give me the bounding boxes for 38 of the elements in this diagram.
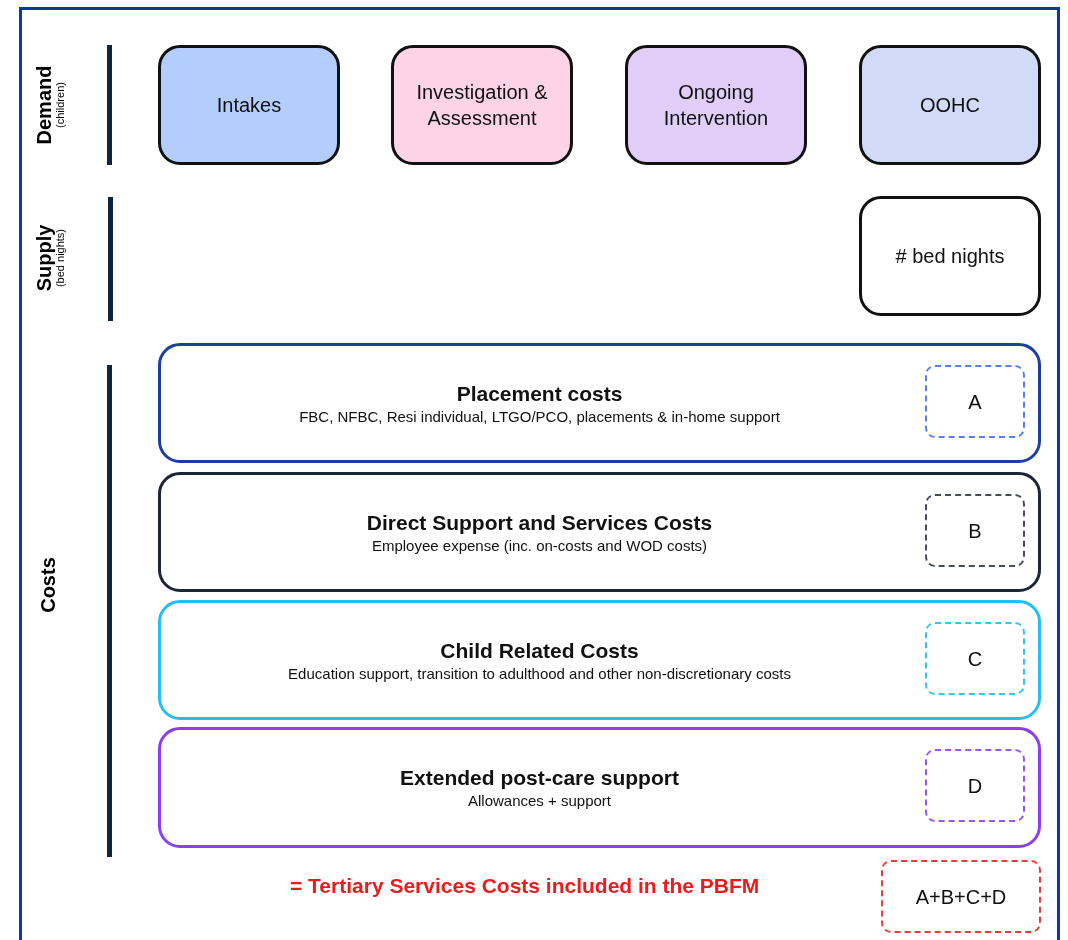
letter-box	[881, 860, 1041, 933]
box-label: OOHC	[919, 93, 981, 118]
box-label: Investigation & Assessment	[415, 80, 549, 131]
category-box	[158, 600, 1041, 720]
box-label: A	[967, 389, 983, 415]
section-title: Demand	[34, 65, 55, 145]
letter-box	[925, 622, 1025, 695]
box-label: # bed nights	[894, 244, 1006, 269]
category-box	[859, 45, 1041, 165]
cost-heading: Direct Support and Services Costs	[366, 509, 713, 536]
box-label: D	[966, 773, 984, 799]
section-unit: (children)	[55, 82, 66, 128]
cost-description: Employee expense (inc. on-costs and WOD costs)	[371, 535, 708, 556]
cost-description: Allowances + support	[468, 791, 611, 811]
category-box	[625, 45, 807, 165]
category-box	[391, 45, 573, 165]
cost-description: FBC, NFBC, Resi individual, LTGO/PCO, placements & in-home support	[299, 406, 780, 427]
section-unit: (bed nights)	[55, 228, 66, 288]
cost-heading: Extended post-care support	[400, 765, 679, 792]
category-box	[158, 472, 1041, 592]
total-note: = Tertiary Services Costs included in the PBFM	[290, 874, 760, 898]
category-box	[158, 727, 1041, 848]
cost-heading: Placement costs	[456, 380, 623, 407]
category-box	[859, 196, 1041, 316]
section-title: Costs	[37, 557, 59, 613]
box-label: Ongoing Intervention	[662, 80, 770, 131]
box-label: A+B+C+D	[914, 884, 1008, 910]
box-label: B	[967, 518, 983, 544]
category-box	[158, 45, 340, 165]
letter-box	[925, 494, 1025, 567]
cost-description: Education support, transition to adulthood and other non-discretionary costs	[288, 663, 791, 684]
cost-heading: Child Related Costs	[440, 637, 639, 664]
letter-box	[925, 749, 1025, 822]
box-label: Intakes	[215, 93, 283, 118]
letter-box	[925, 365, 1025, 438]
box-label: C	[966, 646, 984, 672]
category-box	[158, 343, 1041, 463]
section-title: Supply	[34, 224, 55, 292]
